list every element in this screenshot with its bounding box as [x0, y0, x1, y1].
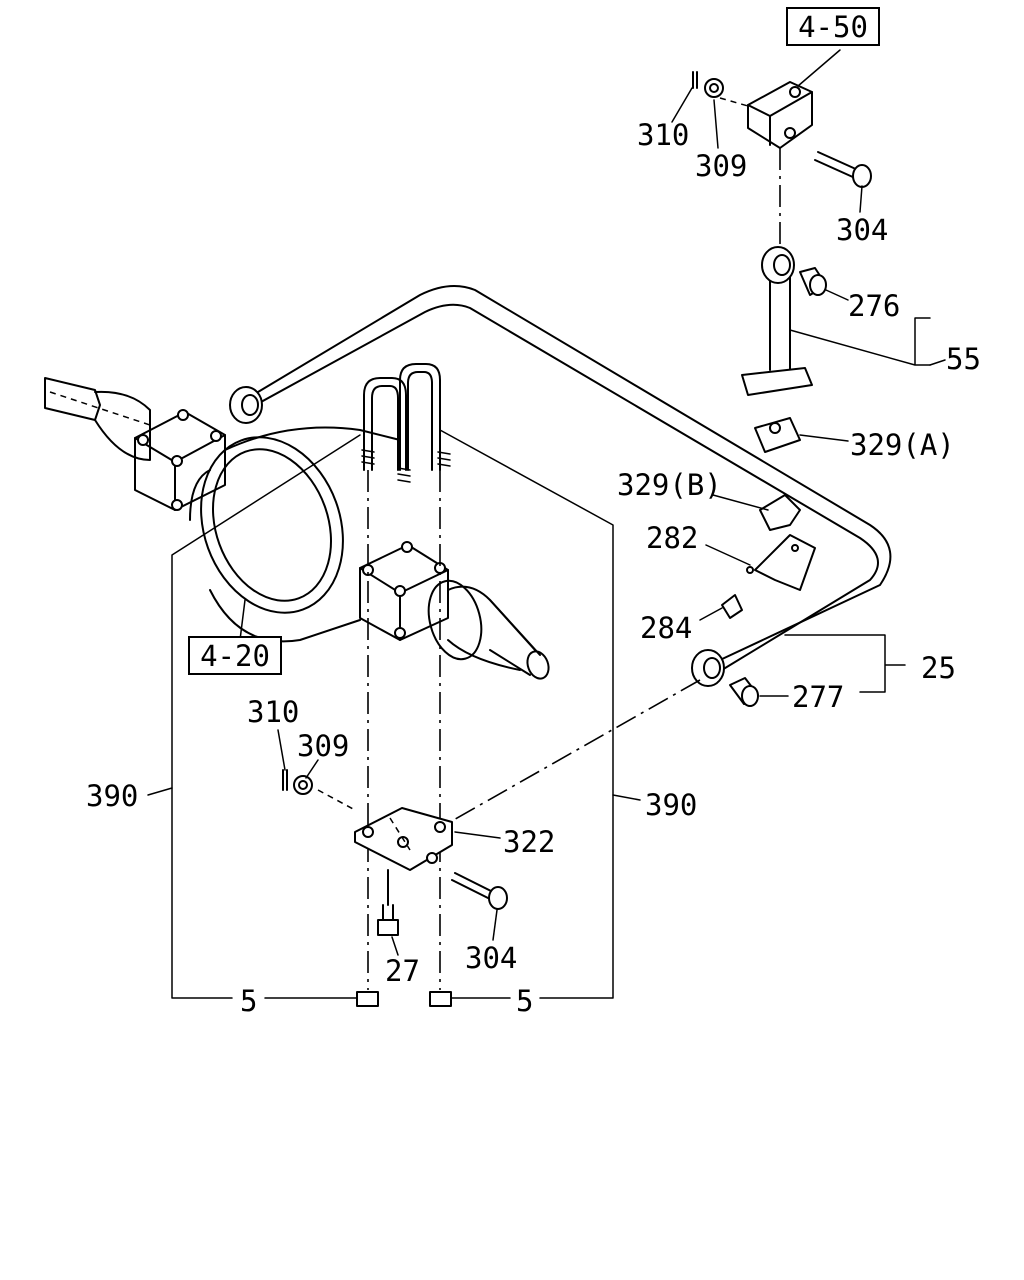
link-assembly: [741, 148, 813, 396]
lower-bolt-304: [451, 872, 508, 910]
bushing-lower: [729, 677, 759, 707]
callout-310-top: 310: [637, 118, 689, 152]
bracket-282: [746, 534, 816, 591]
callout-309-lower: 309: [297, 729, 349, 763]
top-bolt: [814, 151, 872, 188]
ref-box-4-50: 4-50: [786, 7, 880, 46]
ref-box-4-20: 4-20: [188, 636, 282, 675]
callout-labels: 310 309 304 276 55 329(A) 329(B) 282 284…: [86, 118, 981, 1018]
callout-5-left: 5: [240, 984, 257, 1018]
callout-27: 27: [385, 954, 420, 988]
lower-plate: [317, 789, 453, 871]
callout-276: 276: [848, 289, 900, 323]
bolt-284: [721, 594, 743, 619]
axle-housing: [44, 377, 550, 680]
callout-304-lower: 304: [465, 941, 517, 975]
bolt-27: [377, 869, 399, 936]
callout-310-lower: 310: [247, 695, 299, 729]
stabilizer-bar: [229, 285, 892, 823]
callout-390-right: 390: [645, 788, 697, 822]
top-fasteners: [692, 71, 724, 98]
frame-bracket: [719, 81, 813, 149]
leader-lines: [147, 49, 946, 999]
callout-304-top: 304: [836, 213, 888, 247]
callout-282: 282: [646, 521, 698, 555]
callout-329b: 329(B): [617, 468, 722, 502]
callout-55: 55: [946, 342, 981, 376]
clamp-b: [759, 494, 801, 531]
callout-277: 277: [792, 680, 844, 714]
callout-284: 284: [640, 611, 692, 645]
callout-309-top: 309: [695, 149, 747, 183]
clamp-a: [754, 417, 801, 453]
lower-cotter-nut: [282, 769, 313, 795]
callout-390-left: 390: [86, 779, 138, 813]
callout-322: 322: [503, 825, 555, 859]
callout-25: 25: [921, 651, 956, 685]
callout-329a: 329(A): [850, 428, 955, 462]
lower-nuts: [356, 991, 452, 1007]
u-bolts: [361, 363, 451, 990]
ref-label-4-50: 4-50: [798, 10, 868, 44]
callout-5-right: 5: [516, 984, 533, 1018]
ref-label-4-20: 4-20: [200, 639, 270, 673]
bushing-upper: [799, 267, 827, 296]
